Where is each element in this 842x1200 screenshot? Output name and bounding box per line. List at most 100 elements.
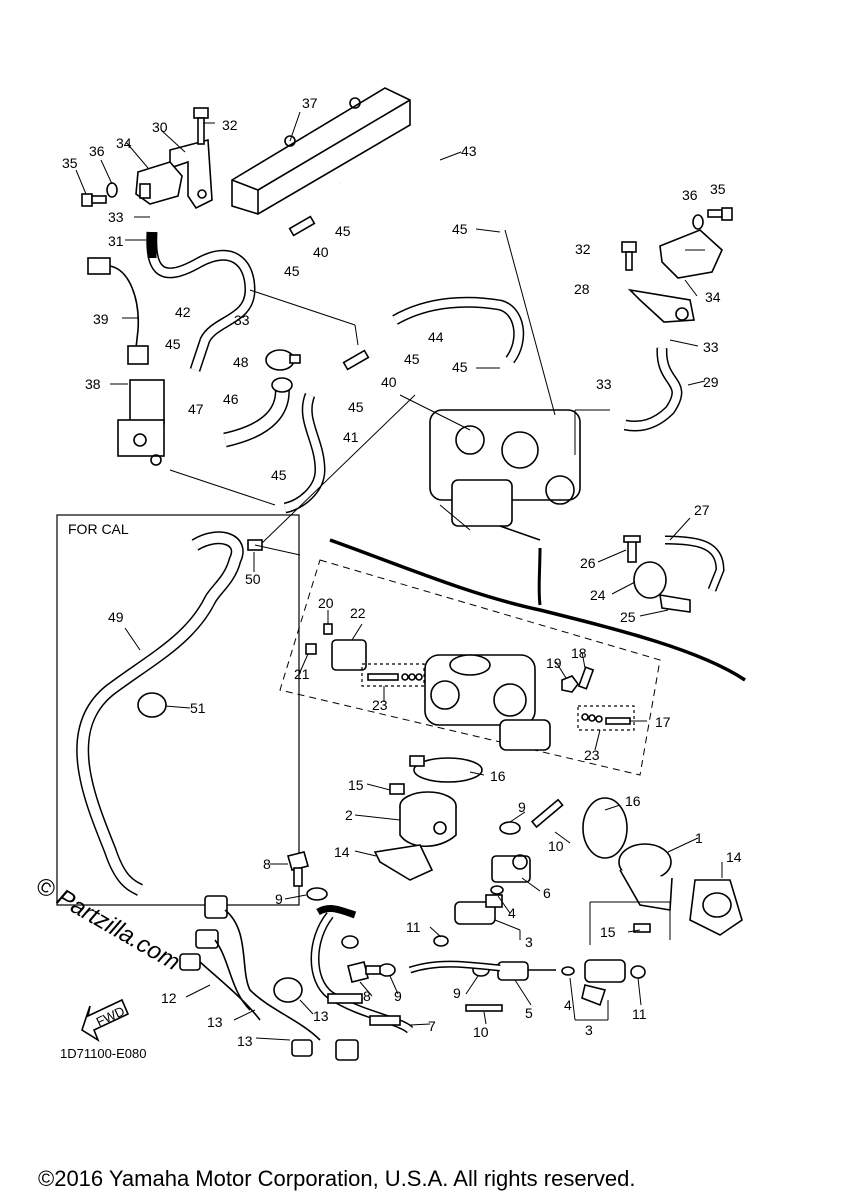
- callout-26: 26: [580, 555, 596, 571]
- callout-45-h: 45: [271, 467, 287, 483]
- callout-9-mid: 9: [518, 799, 526, 815]
- bracket-part-25: [659, 594, 691, 613]
- callout-4-lower: 4: [564, 997, 572, 1013]
- callout-31: 31: [108, 233, 124, 249]
- callout-18: 18: [571, 645, 587, 661]
- callout-35-left: 35: [62, 155, 78, 171]
- clamp-part-51: [137, 692, 167, 718]
- callout-14-left: 14: [334, 844, 350, 860]
- fitting-part-40-lower: [342, 349, 370, 371]
- leader-lines: [75, 111, 723, 1041]
- clamp-part-48: [265, 349, 301, 371]
- callout-3-lower: 3: [585, 1022, 593, 1038]
- injector-part-3-lower: [581, 959, 626, 1007]
- callout-36-right: 36: [682, 187, 698, 203]
- screw-set-part-23-right: [581, 713, 631, 725]
- callout-19: 19: [546, 655, 562, 671]
- sensor-part-24: [633, 561, 667, 599]
- callout-33-a: 33: [108, 209, 124, 225]
- screw-part-26: [623, 535, 641, 563]
- callout-22: 22: [350, 605, 366, 621]
- callout-16-left: 16: [490, 768, 506, 784]
- washer-part-9-lower-left: [378, 963, 396, 977]
- callout-51: 51: [190, 700, 206, 716]
- callout-2: 2: [345, 807, 353, 823]
- callout-15-right: 15: [600, 924, 616, 940]
- callout-12: 12: [161, 990, 177, 1006]
- clamp-part-16-right: [582, 797, 628, 859]
- bolt-part-10-lower: [465, 1004, 503, 1012]
- callout-29: 29: [703, 374, 719, 390]
- injector-part-3-upper: [454, 894, 503, 925]
- callout-36-left: 36: [89, 143, 105, 159]
- screw-part-20: [323, 623, 333, 635]
- solenoid-valve-part-38: [117, 379, 165, 466]
- callout-23-left: 23: [372, 697, 388, 713]
- partzilla-watermark: © Partzilla.com: [31, 872, 185, 976]
- screw-part-35-right: [692, 207, 733, 230]
- callout-45-b: 45: [452, 221, 468, 237]
- callout-6: 6: [543, 885, 551, 901]
- callout-43: 43: [461, 143, 477, 159]
- callout-3-upper: 3: [525, 934, 533, 950]
- joint-part-2: [399, 791, 457, 847]
- callout-32-left: 32: [222, 117, 238, 133]
- callout-30: 30: [152, 119, 168, 135]
- for-cal-label: FOR CAL: [68, 521, 129, 537]
- clamp-part-16-left: [409, 755, 483, 783]
- wire-harness-part-12: [179, 895, 359, 1061]
- callout-49: 49: [108, 609, 124, 625]
- screw-part-15-right: [633, 923, 651, 933]
- callout-9-lower-left: 9: [394, 988, 402, 1004]
- nut-part-19: [561, 675, 579, 693]
- callout-45-c: 45: [284, 263, 300, 279]
- bolt-part-32-left: [193, 107, 209, 145]
- callout-42: 42: [175, 304, 191, 320]
- callout-33-b: 33: [234, 312, 250, 328]
- callout-5: 5: [525, 1005, 533, 1021]
- callout-21: 21: [294, 666, 310, 682]
- screw-part-18: [577, 666, 595, 690]
- gasket-part-14-right: [689, 879, 743, 936]
- bolt-part-8-upper: [287, 851, 309, 887]
- callout-33-d: 33: [596, 376, 612, 392]
- screw-part-21: [305, 643, 317, 655]
- drawing-code: 1D71100-E080: [60, 1046, 147, 1061]
- callout-14-right: 14: [726, 849, 742, 865]
- bracket-part-28: [627, 288, 695, 323]
- callout-38: 38: [85, 376, 101, 392]
- callout-45-a: 45: [335, 223, 351, 239]
- callout-labels: 37 32 30 34 36 35 33 31 43 45 45 40 45 3…: [62, 95, 742, 1049]
- callout-46: 46: [223, 391, 239, 407]
- callout-17: 17: [655, 714, 671, 730]
- seal-part-11-left: [433, 935, 449, 947]
- callout-48: 48: [233, 354, 249, 370]
- callout-11-left: 11: [406, 919, 421, 935]
- callout-34-left: 34: [116, 135, 132, 151]
- callout-25: 25: [620, 609, 636, 625]
- callout-4-upper: 4: [508, 905, 516, 921]
- canister-part-37: [231, 87, 411, 215]
- washer-part-9-upper: [306, 887, 328, 901]
- screw-part-35-left: [81, 182, 118, 207]
- fwd-label: FWD: [94, 1003, 127, 1029]
- bolt-part-10-upper: [530, 798, 564, 829]
- callout-13-a: 13: [207, 1014, 223, 1030]
- seal-part-4-lower: [561, 966, 575, 976]
- callout-37: 37: [302, 95, 318, 111]
- callout-45-g: 45: [348, 399, 364, 415]
- for-cal-inset-box: [56, 514, 300, 906]
- gasket-part-14-left: [373, 844, 434, 881]
- callout-27: 27: [694, 502, 710, 518]
- callout-10-upper: 10: [548, 838, 564, 854]
- callout-11-right: 11: [632, 1006, 647, 1022]
- callout-32-right: 32: [575, 241, 591, 257]
- sensor-part-34-left: [135, 161, 183, 205]
- callout-9-lower: 9: [453, 985, 461, 1001]
- fwd-arrow: FWD: [81, 998, 130, 1042]
- callout-40-upper: 40: [313, 244, 329, 260]
- copyright-footer: ©2016 Yamaha Motor Corporation, U.S.A. A…: [38, 1166, 635, 1191]
- fitting-part-40-upper: [288, 215, 316, 237]
- callout-8-upper: 8: [263, 856, 271, 872]
